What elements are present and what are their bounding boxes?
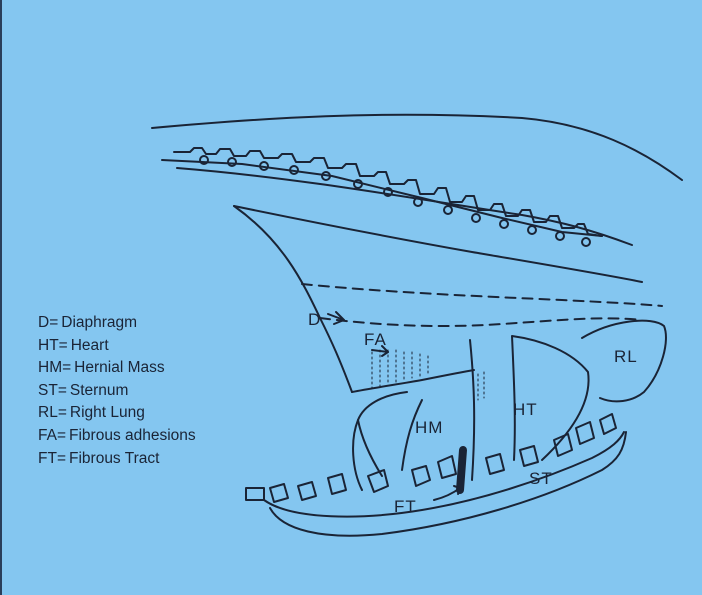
dashed-line-upper bbox=[302, 284, 662, 306]
legend-eq: = bbox=[62, 357, 71, 380]
fibrous-adhesion-hatching bbox=[372, 350, 484, 400]
dashed-line-lower bbox=[320, 318, 642, 326]
legend-eq: = bbox=[58, 380, 67, 403]
legend: D=Diaphragm HT=Heart HM=Hernial Mass ST=… bbox=[38, 312, 196, 470]
ft-arrow bbox=[434, 488, 460, 500]
hernial-mass-front bbox=[470, 340, 474, 480]
label-rl: RL bbox=[614, 347, 638, 367]
label-ft: FT bbox=[394, 497, 417, 517]
legend-eq: = bbox=[57, 448, 66, 471]
legend-text: Fibrous adhesions bbox=[69, 425, 196, 448]
legend-text: Sternum bbox=[70, 380, 129, 403]
legend-item-st: ST=Sternum bbox=[38, 380, 196, 403]
legend-item-rl: RL=Right Lung bbox=[38, 402, 196, 425]
label-ht: HT bbox=[513, 400, 538, 420]
legend-eq: = bbox=[59, 335, 68, 358]
legend-text: Right Lung bbox=[70, 402, 145, 425]
fibrous-tract-bar bbox=[460, 450, 463, 490]
diaphragm-line bbox=[234, 206, 352, 392]
label-d: D bbox=[308, 310, 321, 330]
legend-text: Diaphragm bbox=[61, 312, 137, 335]
legend-eq: = bbox=[58, 402, 67, 425]
legend-text: Fibrous Tract bbox=[69, 448, 159, 471]
legend-abbr: HM bbox=[38, 357, 62, 380]
legend-item-hm: HM=Hernial Mass bbox=[38, 357, 196, 380]
legend-item-ft: FT=Fibrous Tract bbox=[38, 448, 196, 471]
rib-line-2 bbox=[358, 420, 382, 476]
legend-abbr: FA bbox=[38, 425, 57, 448]
body-ventral-outline bbox=[270, 432, 626, 536]
heart-outline bbox=[512, 336, 589, 460]
dorsal-outline bbox=[152, 115, 682, 180]
label-st: ST bbox=[529, 469, 553, 489]
legend-item-d: D=Diaphragm bbox=[38, 312, 196, 335]
legend-abbr: D bbox=[38, 312, 49, 335]
legend-abbr: FT bbox=[38, 448, 57, 471]
legend-text: Heart bbox=[71, 335, 109, 358]
vertebral-column bbox=[174, 148, 602, 236]
legend-abbr: RL bbox=[38, 402, 58, 425]
legend-eq: = bbox=[49, 312, 58, 335]
label-hm: HM bbox=[415, 418, 443, 438]
label-fa: FA bbox=[364, 330, 387, 350]
legend-item-ht: HT=Heart bbox=[38, 335, 196, 358]
legend-item-fa: FA=Fibrous adhesions bbox=[38, 425, 196, 448]
legend-abbr: ST bbox=[38, 380, 58, 403]
legend-eq: = bbox=[57, 425, 66, 448]
legend-abbr: HT bbox=[38, 335, 59, 358]
legend-text: Hernial Mass bbox=[74, 357, 164, 380]
